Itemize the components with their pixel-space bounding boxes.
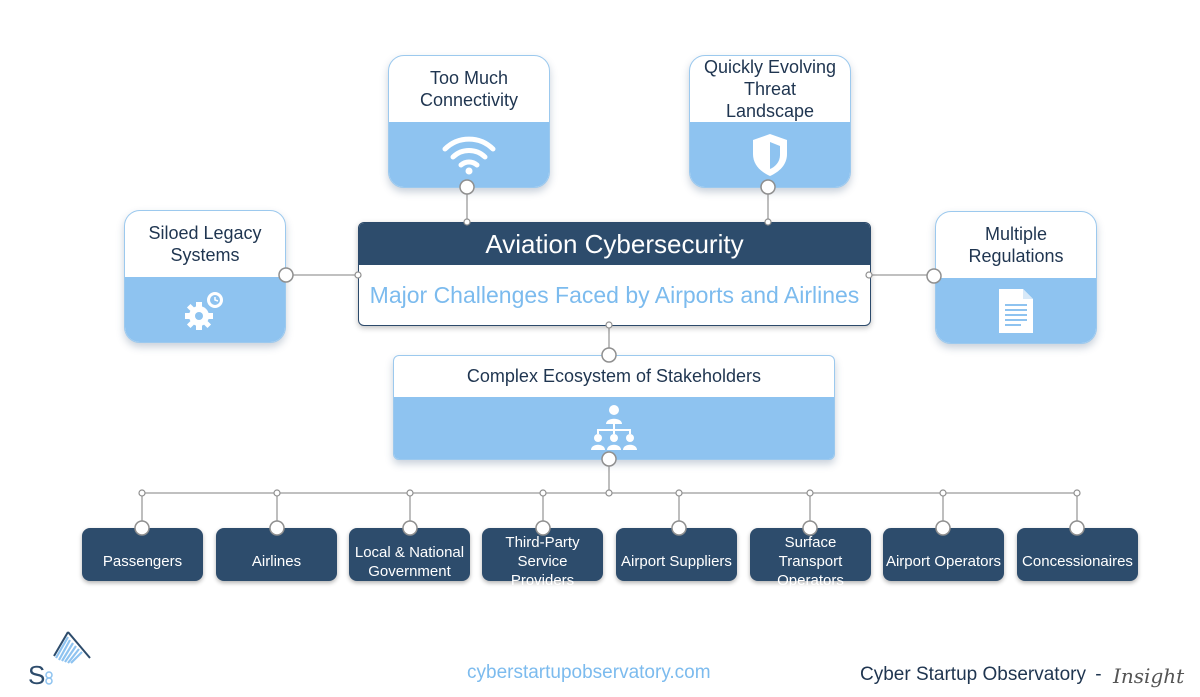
stakeholder-concessionaires: Concessionaires (1017, 528, 1138, 581)
observatory-logo: S (28, 628, 92, 690)
wifi-icon (442, 136, 496, 174)
challenge-card-connectivity: Too Much Connectivity (388, 55, 550, 188)
central-subtitle: Major Challenges Faced by Airports and A… (369, 281, 860, 308)
central-title: Aviation Cybersecurity (359, 223, 870, 265)
ecosystem-label: Complex Ecosystem of Stakeholders (466, 365, 762, 386)
footer-insight-tag: Insight (1113, 664, 1185, 688)
stakeholder-airport-operators: Airport Operators (883, 528, 1004, 581)
stakeholder-passengers: Passengers (82, 528, 203, 581)
challenge-label-legacy: Siloed Legacy Systems (148, 223, 262, 265)
footer-separator: - (1095, 664, 1102, 685)
stakeholder-government: Local & National Government (349, 528, 470, 581)
org-chart-icon (591, 405, 637, 450)
challenge-card-regulations: Multiple Regulations (935, 211, 1097, 344)
central-topic-box: Aviation Cybersecurity Major Challenges … (358, 222, 871, 326)
footer-url-link[interactable]: cyberstartupobservatory.com (467, 662, 711, 683)
challenge-card-legacy: Siloed Legacy Systems (124, 210, 286, 343)
gears-icon (185, 291, 223, 330)
stakeholder-airport-suppliers: Airport Suppliers (616, 528, 737, 581)
stakeholder-airlines: Airlines (216, 528, 337, 581)
challenge-label-threat: Quickly Evolving Threat Landscape (703, 57, 837, 121)
observatory-logo-icon: S (28, 631, 91, 690)
shield-icon (753, 133, 787, 176)
footer-brand-name: Cyber Startup Observatory (860, 664, 1086, 685)
challenge-label-regulations: Multiple Regulations (968, 224, 1064, 266)
logo-letter: S (28, 660, 45, 686)
document-icon (999, 288, 1033, 333)
challenge-card-threat: Quickly Evolving Threat Landscape (689, 55, 851, 188)
stakeholder-surface-transport: Surface Transport Operators (750, 528, 871, 589)
challenge-label-connectivity: Too Much Connectivity (419, 68, 519, 110)
footer-brand: Cyber Startup Observatory - (860, 664, 1102, 686)
ecosystem-box: Complex Ecosystem of Stakeholders (393, 355, 835, 460)
stakeholder-third-party: Third-Party Service Providers (482, 528, 603, 589)
